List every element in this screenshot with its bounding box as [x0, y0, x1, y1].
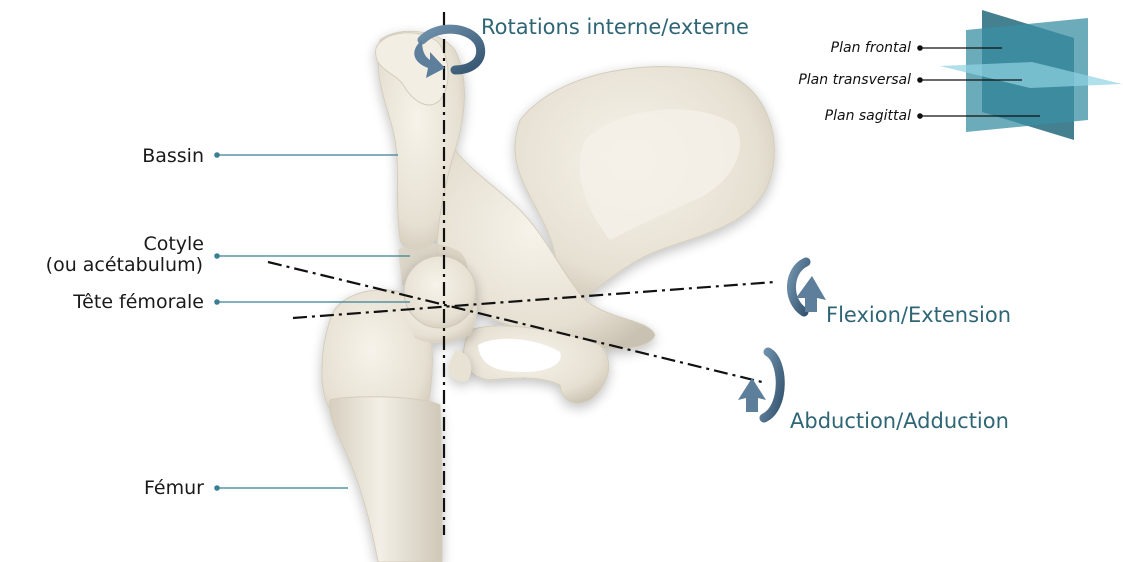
label-plan-sagittal: Plan sagittal: [825, 108, 911, 124]
flexion-arrow-icon: [791, 262, 826, 312]
label-femur: Fémur: [144, 477, 204, 499]
label-rotations: Rotations interne/externe: [481, 15, 749, 39]
label-cotyle-sub: (ou acétabulum): [46, 254, 203, 276]
pelvis-bone: [376, 31, 775, 403]
planes-inset: [918, 10, 1122, 140]
label-bassin: Bassin: [142, 145, 204, 167]
label-plan-transversal: Plan transversal: [798, 72, 911, 88]
label-plan-frontal: Plan frontal: [831, 40, 911, 56]
label-tete-femorale: Tête fémorale: [73, 291, 204, 313]
label-abduction-adduction: Abduction/Adduction: [790, 409, 1009, 433]
label-cotyle: Cotyle: [143, 233, 204, 255]
abduction-arrow-icon: [738, 352, 780, 418]
label-flexion-extension: Flexion/Extension: [826, 303, 1011, 327]
